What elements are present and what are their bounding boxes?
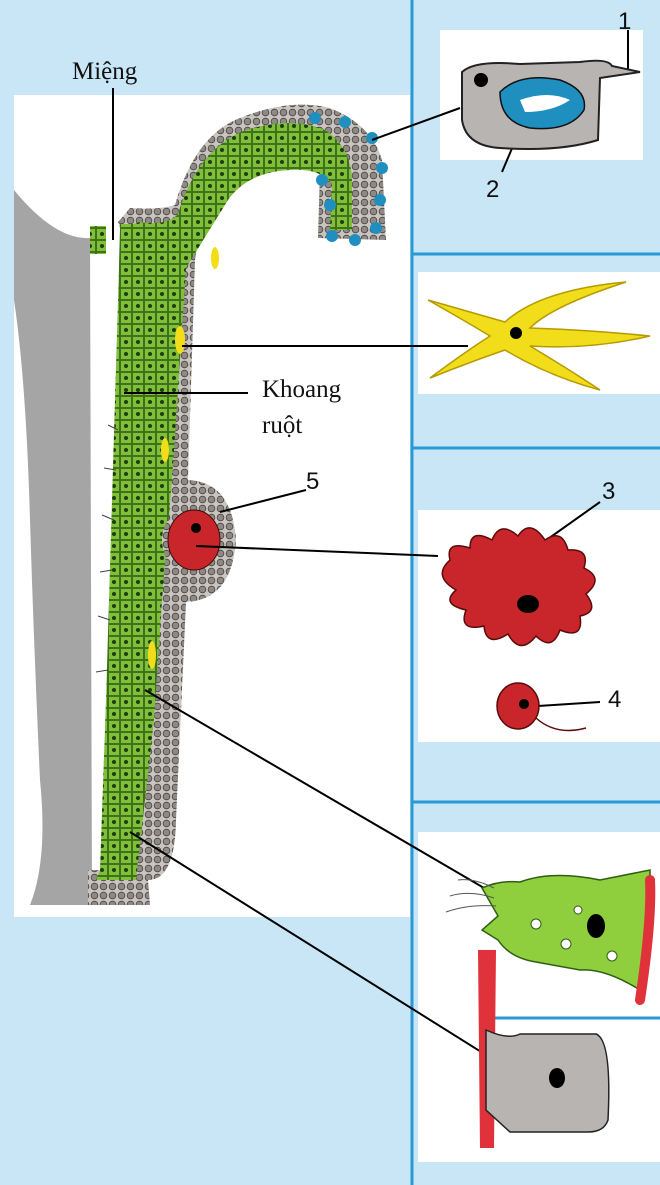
- label-number-1: 1: [618, 10, 631, 34]
- label-number-4: 4: [608, 688, 621, 712]
- label-gut-cavity-line1: Khoang: [262, 376, 341, 404]
- mouth-lip-left: [90, 226, 106, 254]
- label-gut-cavity-line2: ruột: [262, 412, 302, 440]
- label-number-5: 5: [306, 470, 319, 494]
- label-number-3: 3: [602, 480, 615, 504]
- label-mouth: Miệng: [72, 58, 137, 86]
- egg-cell-nucleus: [517, 595, 539, 613]
- label-number-2: 2: [486, 178, 499, 202]
- gonad-egg: [168, 510, 220, 570]
- nerve-cell-nucleus: [510, 327, 522, 339]
- mouth-lip-right: [120, 224, 136, 270]
- gonad-nucleus: [191, 523, 201, 533]
